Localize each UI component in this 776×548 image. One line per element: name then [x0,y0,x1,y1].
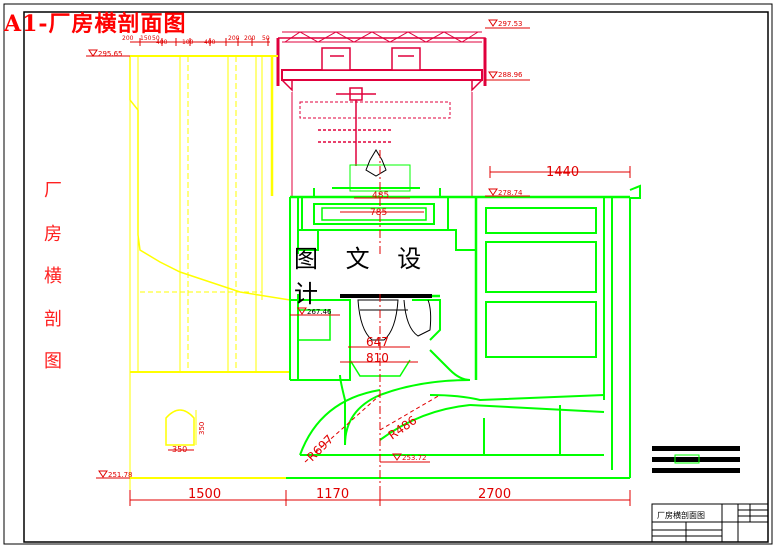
inner-border [23,11,769,543]
top-dim-7: 200 [228,35,240,42]
top-dim-6: 400 [204,39,216,46]
top-dim-1: 200 [122,35,134,42]
top-dim-3: 50 [152,35,160,42]
outer-border [3,3,773,545]
dimension-lines [86,27,631,506]
top-dim-5: 100 [182,39,194,46]
elev-278: 278.74 [498,189,523,197]
green-structure [286,164,641,479]
dim-1440: 1440 [546,165,579,180]
elevation-markers [88,19,498,478]
crane-structure [276,31,487,196]
dim-785: 785 [370,208,387,218]
yellow-structure [129,55,291,500]
side-label-char-1: 厂 [44,180,62,201]
elev-288: 288.96 [498,71,523,79]
side-label-char-2: 房 [44,224,62,245]
title-block-name: 厂房横剖面图 [657,511,705,520]
top-dim-4: 400 [156,39,168,46]
side-label-char-4: 剖 [44,309,62,330]
elev-297: 297.53 [498,20,523,28]
elev-251: 251.78 [108,471,133,479]
elev-295: 295.65 [98,50,123,58]
elev-253: 253.72 [402,454,427,462]
side-label-char-3: 横 [44,266,62,287]
turbine [340,149,432,341]
side-label-char-5: 图 [44,351,62,372]
dim-r486: R486 [386,413,420,442]
dim-350a: 350 [172,445,187,454]
dim-350b: 350 [198,422,206,435]
watermark-overlay: 图 文 设 计 [294,245,466,308]
dim-647: 647 [366,335,389,349]
top-dim-8: 200 [244,35,256,42]
dim-1170: 1170 [316,487,349,502]
drawing-title: A1-厂房横剖面图 [4,11,187,37]
title-block [651,503,769,543]
top-dim-9: 50 [262,35,270,42]
dim-810: 810 [366,351,389,365]
elev-267: 267.46 [307,308,332,316]
dim-485: 485 [372,191,389,201]
top-dim-2: 150 [140,35,152,42]
dim-2700: 2700 [478,487,511,502]
dim-1500: 1500 [188,487,221,502]
legend-bars [652,446,740,473]
